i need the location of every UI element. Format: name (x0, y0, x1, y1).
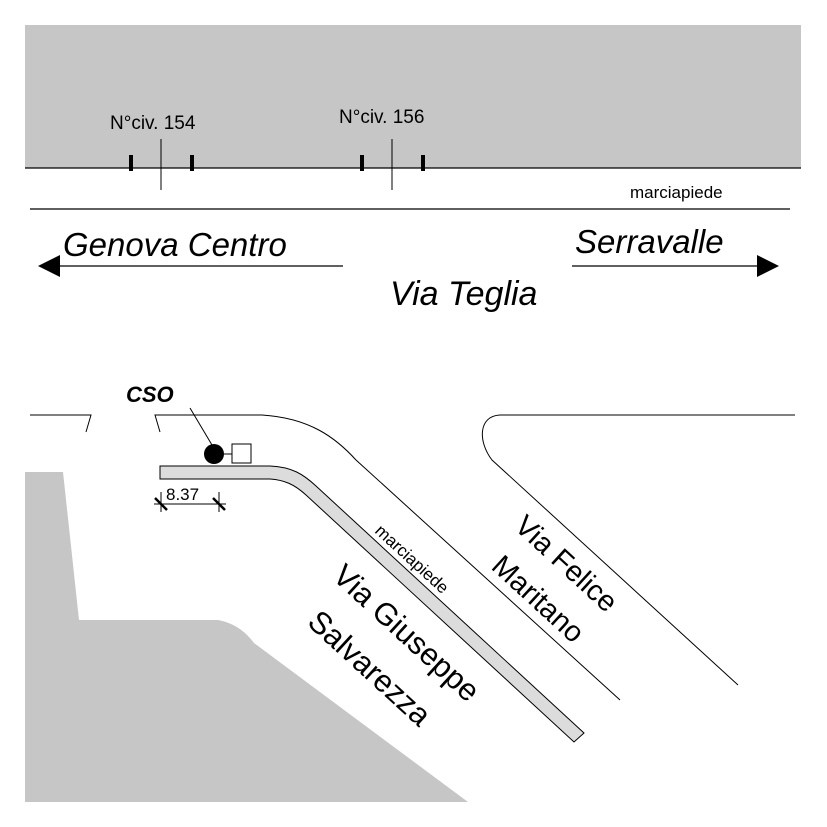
door-marker (421, 155, 425, 171)
cso-label: CSO (126, 382, 174, 407)
dimension-slash (154, 497, 168, 511)
distance-label: 8.37 (166, 485, 199, 504)
civic-number-156: N°civ. 156 (339, 107, 424, 128)
door-marker (360, 155, 364, 171)
direction-serravalle: Serravalle (575, 223, 724, 260)
direction-genova-centro: Genova Centro (63, 226, 287, 263)
building-block-bottom (25, 472, 468, 802)
dimension-slash (212, 497, 226, 511)
civic-number-154: N°civ. 154 (110, 113, 196, 134)
cso-pointer-line (189, 407, 213, 446)
curb-line-salvarezza (261, 414, 621, 701)
curb-line-maritano (481, 414, 795, 686)
arrow-right-icon (757, 255, 779, 277)
street-name-via-teglia: Via Teglia (390, 275, 537, 313)
sidewalk-label-top: marciapiede (630, 183, 723, 202)
sidewalk-strip (159, 465, 585, 743)
door-marker (129, 155, 133, 171)
building-block-top (25, 25, 801, 168)
cso-box-icon (231, 443, 252, 464)
facade-line-middle (154, 414, 262, 433)
cso-manhole-icon (204, 444, 224, 464)
door-marker (190, 155, 194, 171)
facade-line-left (30, 414, 92, 433)
arrow-left-icon (38, 255, 60, 277)
